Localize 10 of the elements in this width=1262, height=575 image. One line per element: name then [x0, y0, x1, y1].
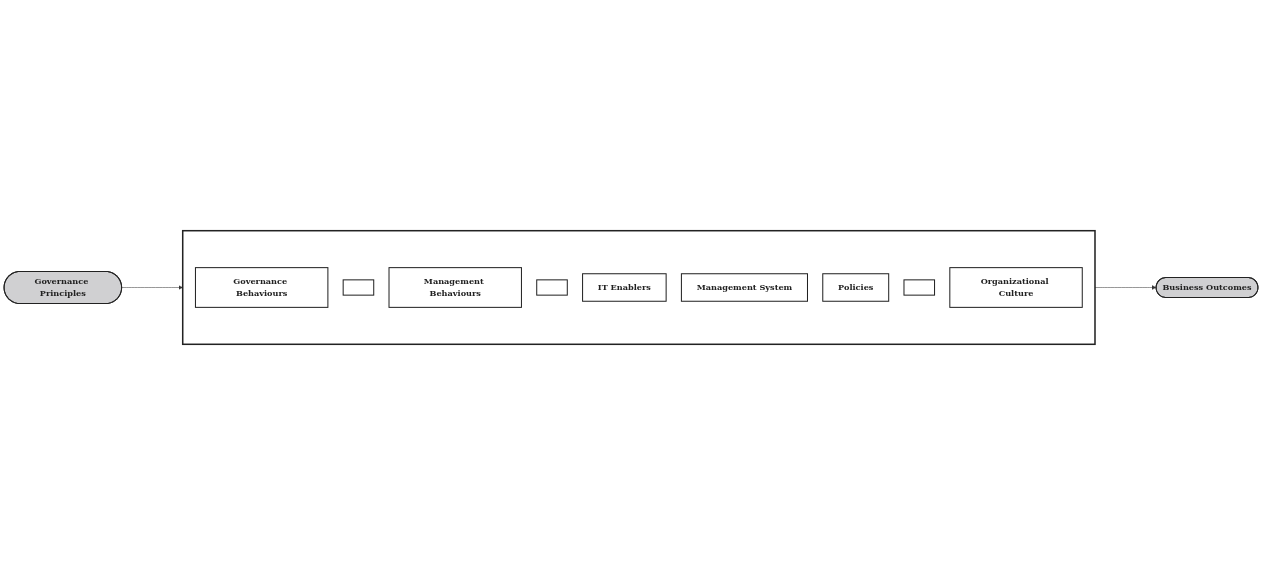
node-box: Management System	[680, 273, 808, 302]
node-box	[536, 279, 568, 296]
node-box	[342, 279, 375, 296]
node-box	[903, 279, 936, 296]
node-box: Policies	[822, 273, 890, 302]
node-box: Management Behaviours	[388, 267, 522, 308]
node-box: Governance Behaviours	[194, 267, 329, 308]
cluster	[181, 229, 1096, 346]
node-box: IT Enablers	[582, 273, 667, 302]
node-box: Organizational Culture	[949, 267, 1083, 308]
